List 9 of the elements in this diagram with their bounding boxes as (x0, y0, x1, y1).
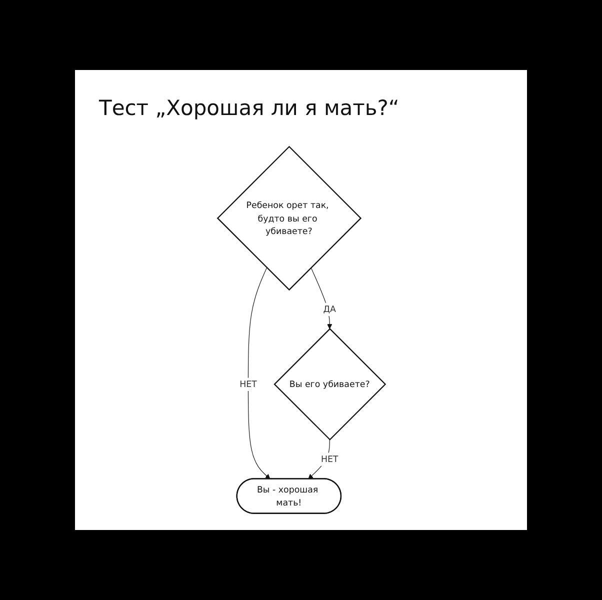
diagram-title: Тест „Хорошая ли я мать?“ (99, 96, 400, 120)
node-diamond: Ребенок орет так, будто вы его убиваете? (216, 146, 362, 291)
arrow (310, 267, 332, 330)
edge-label: ДА (322, 304, 336, 314)
arrow (247, 267, 270, 480)
edge-label: НЕТ (239, 378, 256, 390)
edge-label: НЕТ (320, 454, 338, 464)
arrow (308, 439, 330, 480)
node-diamond: Вы его убиваете? (273, 328, 386, 440)
